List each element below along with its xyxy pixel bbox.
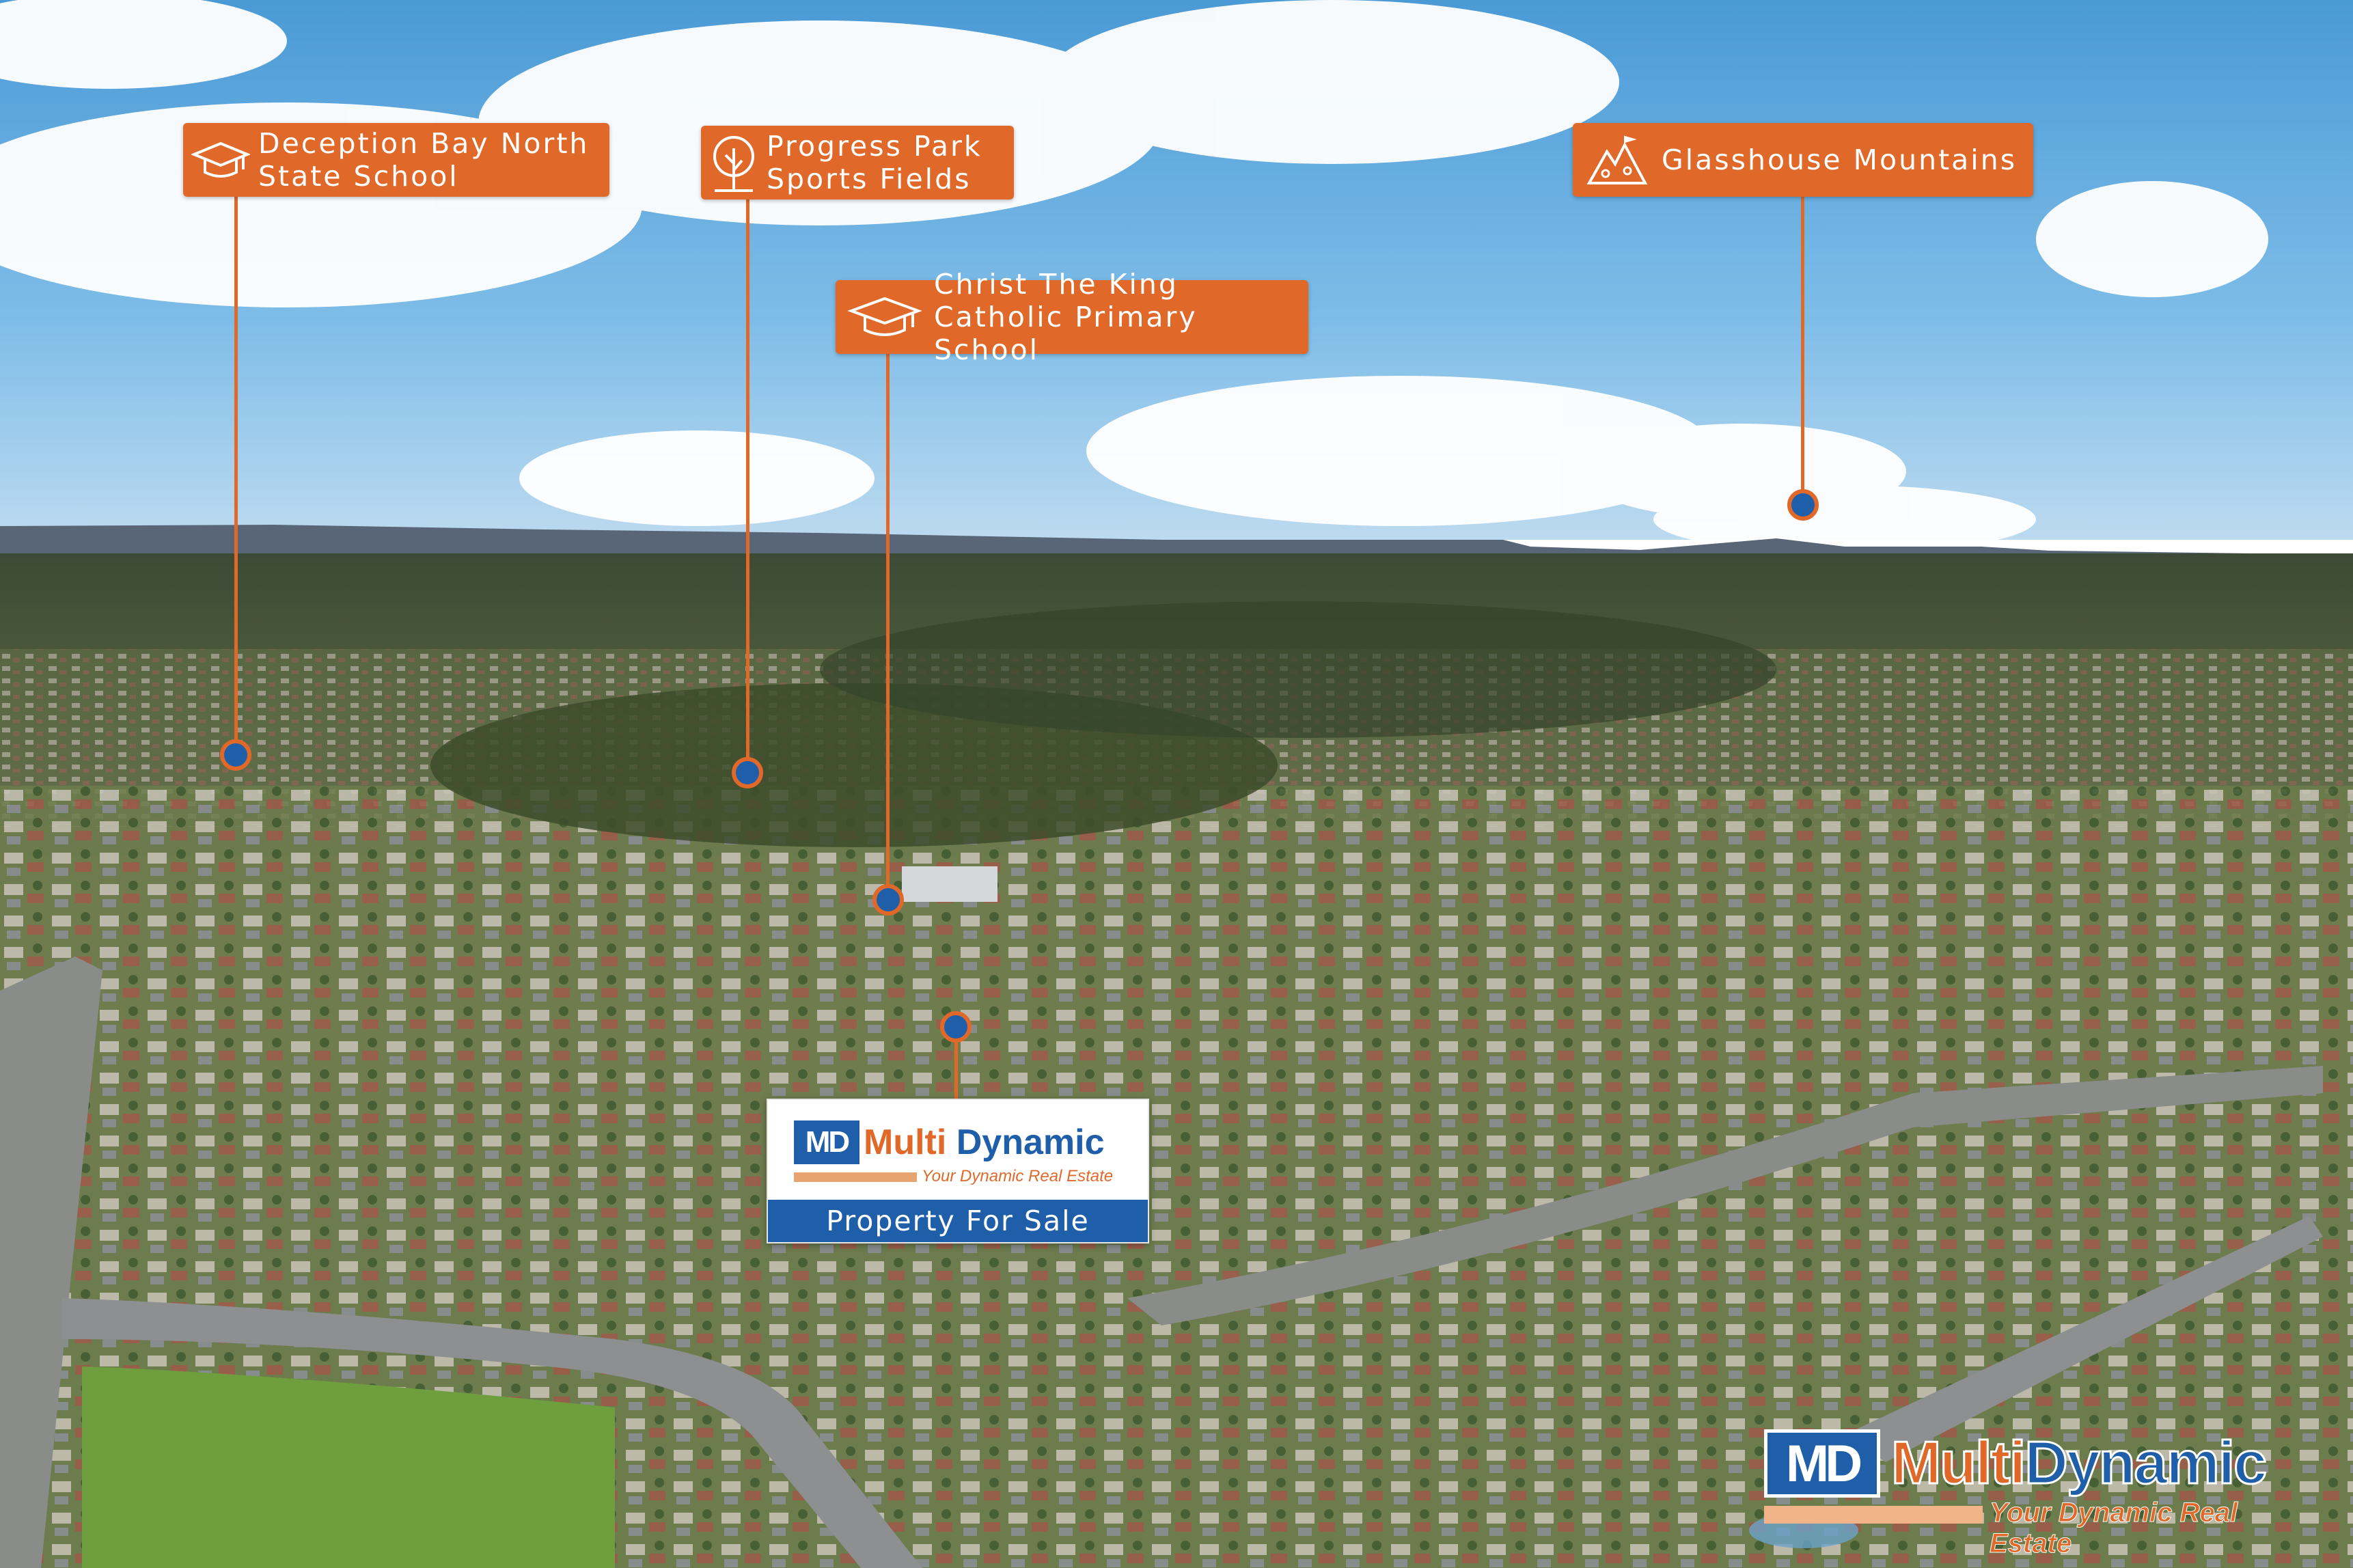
md-logo-mark: MD xyxy=(1764,1429,1880,1498)
tree-icon xyxy=(701,133,767,192)
location-pin-progress-park xyxy=(732,757,763,788)
brand-second-word: Dynamic xyxy=(956,1123,1105,1162)
watermark-brand-name: MultiDynamic xyxy=(1890,1428,2268,1498)
brand-name: Multi Dynamic xyxy=(864,1122,1105,1163)
callout-label: Deception Bay North State School xyxy=(258,127,590,193)
logo-underbar xyxy=(1764,1506,1983,1524)
callout-christ-the-king-catholic-primary-school: Christ The King Catholic Primary School xyxy=(836,268,1308,366)
watermark-tagline: Your Dynamic Real Estate xyxy=(1990,1498,2238,1559)
callout-label: Progress Park Sports Fields xyxy=(767,130,982,195)
location-pin-deception-bay xyxy=(220,739,251,771)
location-pin-christ-the-king xyxy=(872,884,904,916)
logo-underbar xyxy=(794,1172,917,1182)
graduation-cap-icon xyxy=(836,293,934,341)
mountain-icon xyxy=(1573,133,1662,187)
multi-dynamic-logo: MD Multi Dynamic xyxy=(794,1120,1105,1164)
md-logo-mark: MD xyxy=(794,1120,859,1164)
property-for-sale-banner: Property For Sale xyxy=(768,1200,1148,1242)
multi-dynamic-watermark: MD MultiDynamic Your Dynamic Real Estate xyxy=(1764,1428,2324,1559)
brand-second-word: Dynamic xyxy=(2024,1428,2268,1498)
location-pin-glasshouse xyxy=(1787,489,1819,521)
callout-label: Glasshouse Mountains xyxy=(1662,143,2018,176)
callout-label: Christ The King Catholic Primary School xyxy=(933,268,1198,366)
graduation-cap-icon xyxy=(183,138,258,182)
callout-deception-bay-north-state-school: Deception Bay North State School xyxy=(183,123,609,197)
callout-glasshouse-mountains: Glasshouse Mountains xyxy=(1573,123,2033,197)
brand-first-word: Multi xyxy=(1890,1428,2026,1498)
brand-first-word: Multi xyxy=(864,1123,947,1162)
property-for-sale-card: MD Multi Dynamic Your Dynamic Real Estat… xyxy=(767,1099,1149,1243)
brand-tagline: Your Dynamic Real Estate xyxy=(922,1167,1114,1185)
location-pin-property xyxy=(940,1011,972,1043)
callout-progress-park-sports-fields: Progress Park Sports Fields xyxy=(701,126,1014,200)
